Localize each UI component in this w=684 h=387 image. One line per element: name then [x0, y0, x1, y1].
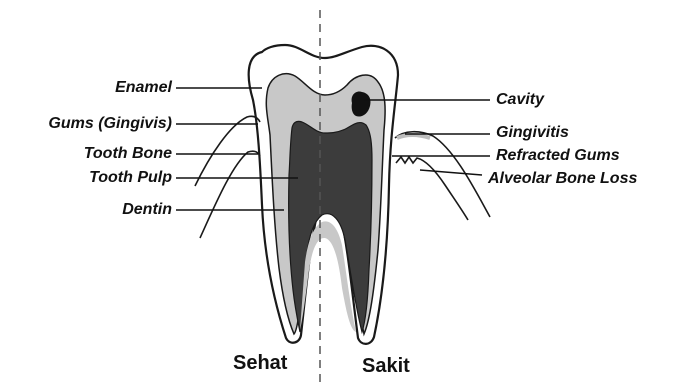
- bone-loss-zigzag: [396, 157, 468, 220]
- caption-healthy: Sehat: [233, 352, 287, 374]
- label-gingivitis: Gingivitis: [496, 124, 569, 142]
- label-enamel: Enamel: [115, 79, 172, 97]
- label-dentin: Dentin: [122, 201, 172, 219]
- label-refracted-gums: Refracted Gums: [496, 147, 620, 165]
- leader-alveolar-bone-loss: [420, 170, 482, 175]
- label-gums: Gums (Gingivis): [48, 115, 172, 133]
- label-alveolar-bone-loss: Alveolar Bone Loss: [488, 170, 637, 188]
- healthy-bone-line: [200, 151, 260, 238]
- label-tooth-pulp: Tooth Pulp: [89, 169, 172, 187]
- gum-inflamed-band: [397, 135, 430, 138]
- label-cavity: Cavity: [496, 91, 544, 109]
- caption-sick: Sakit: [362, 355, 410, 377]
- label-tooth-bone: Tooth Bone: [84, 145, 172, 163]
